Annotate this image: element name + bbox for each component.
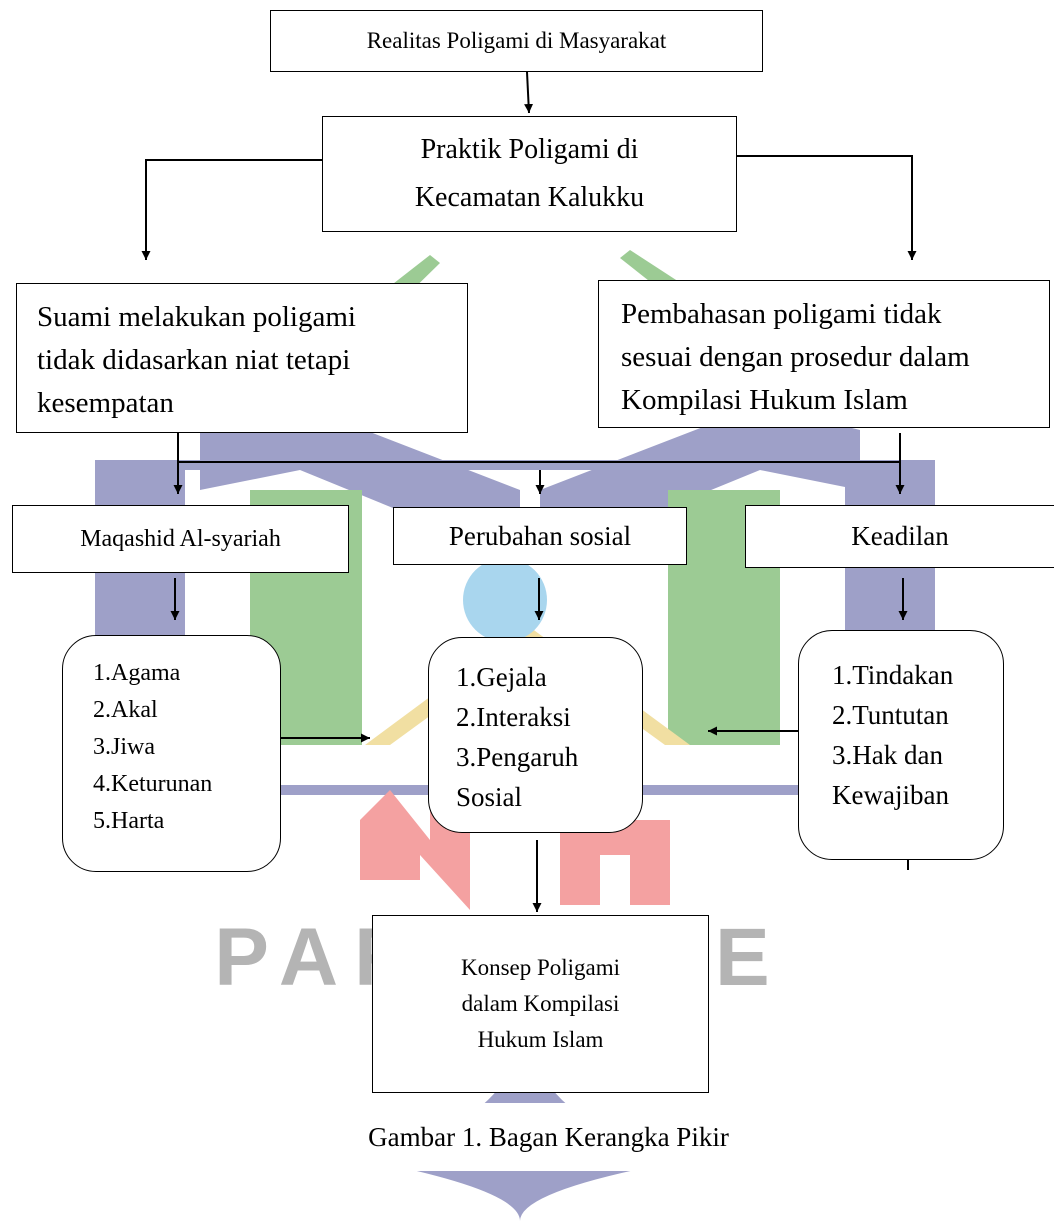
right-issue-line3: Kompilasi Hukum Islam [621, 384, 908, 416]
theory-middle-label: Perubahan sosial [448, 520, 632, 551]
list-left-item: 5.Harta [93, 808, 165, 834]
right-issue-line2: sesuai dengan prosedur dalam [621, 341, 970, 373]
left-issue-box: Suami melakukan poligami tidak didasarka… [16, 283, 468, 433]
theory-right-box: Keadilan [745, 505, 1054, 568]
list-left-box [62, 635, 281, 872]
top-box-label: Realitas Poligami di Masyarakat [366, 28, 667, 53]
theory-left-label: Maqashid Al-syariah [80, 525, 281, 552]
list-middle-box [428, 637, 643, 833]
list-right: 1.Tindakan 2.Tuntutan 3.Hak dan Kewajiba… [832, 655, 953, 815]
list-middle: 1.Gejala 2.Interaksi 3.Pengaruh Sosial [456, 657, 578, 817]
theory-middle-box: Perubahan sosial [393, 507, 687, 565]
list-right-item: 1.Tindakan [832, 660, 954, 690]
list-middle-item: 3.Pengaruh [456, 742, 579, 772]
right-issue-line1: Pembahasan poligami tidak [621, 298, 942, 330]
concept-box: Konsep Poligami dalam Kompilasi Hukum Is… [372, 915, 709, 1093]
concept-box-line2: dalam Kompilasi [461, 991, 620, 1016]
right-issue-box: Pembahasan poligami tidak sesuai dengan … [598, 280, 1050, 428]
list-left: 1.Agama 2.Akal 3.Jiwa 4.Keturunan 5.Hart… [93, 655, 212, 840]
list-left-item: 1.Agama [93, 660, 181, 686]
practice-box: Praktik Poligami di Kecamatan Kalukku [322, 116, 737, 232]
list-right-item: 2.Tuntutan [832, 700, 949, 730]
list-right-item: Kewajiban [832, 780, 949, 810]
watermark-globe [463, 558, 547, 642]
list-middle-item: 2.Interaksi [456, 702, 571, 732]
list-left-item: 3.Jiwa [93, 734, 155, 760]
list-right-box [798, 630, 1004, 860]
list-left-item: 4.Keturunan [93, 771, 213, 797]
watermark-gold-roof [365, 625, 690, 745]
list-left-item: 2.Akal [93, 697, 158, 723]
concept-box-line3: Hukum Islam [477, 1027, 604, 1052]
list-right-item: 3.Hak dan [832, 740, 943, 770]
practice-box-line2: Kecamatan Kalukku [414, 182, 645, 213]
figure-caption-text: Gambar 1. Bagan Kerangka Pikir [368, 1121, 729, 1152]
theory-right-label: Keadilan [851, 521, 949, 551]
concept-box-line1: Konsep Poligami [460, 955, 621, 980]
top-box: Realitas Poligami di Masyarakat [270, 10, 763, 72]
left-issue-line3: kesempatan [37, 387, 174, 419]
practice-box-line1: Praktik Poligami di [420, 134, 639, 165]
list-middle-item: 1.Gejala [456, 662, 547, 692]
left-issue-line2: tidak didasarkan niat tetapi [37, 344, 351, 376]
figure-caption: Gambar 1. Bagan Kerangka Pikir [300, 1103, 797, 1171]
theory-left-box: Maqashid Al-syariah [12, 505, 349, 573]
watermark-mosque-arch [560, 820, 670, 905]
list-middle-item: Sosial [456, 782, 523, 812]
left-issue-line1: Suami melakukan poligami [37, 301, 356, 333]
